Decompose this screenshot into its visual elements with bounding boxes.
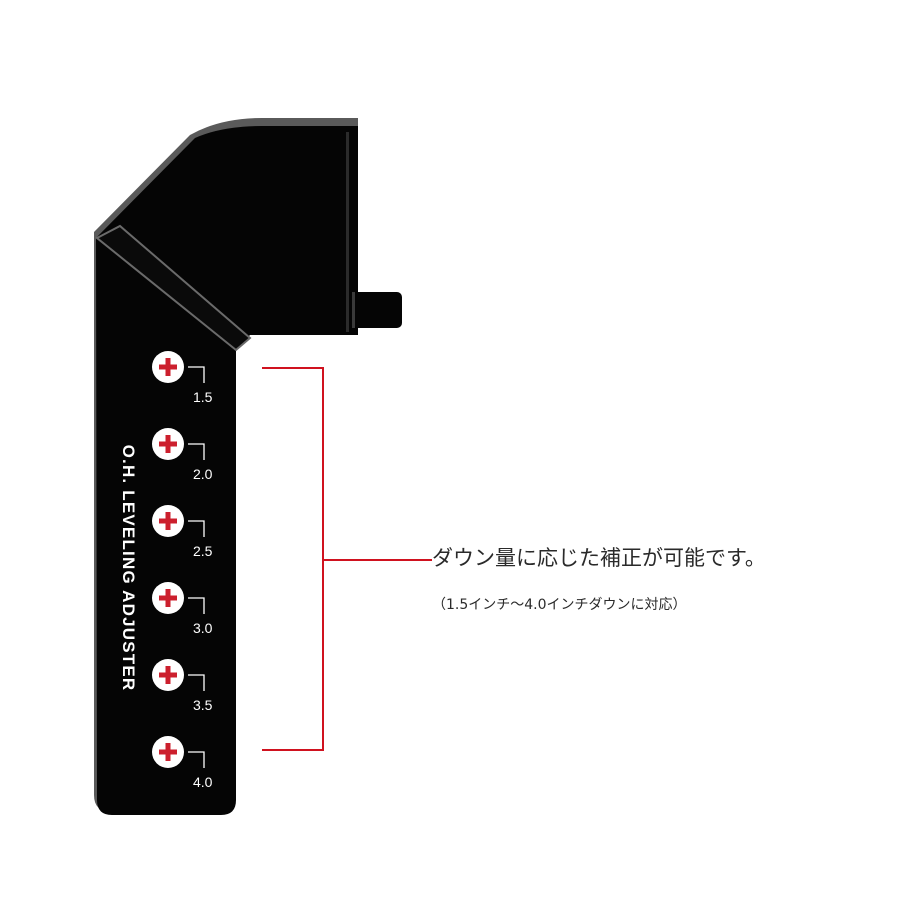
position-label: 2.5 [193,543,213,559]
device-body [96,126,358,815]
adjuster-position: 3.0 [152,582,213,636]
adjuster-position: 2.0 [152,428,213,482]
device-joint [95,224,252,352]
plus-icon-vertical [165,743,171,761]
leader-line [188,751,205,768]
leader-line [188,597,205,614]
position-label: 1.5 [193,389,213,405]
position-label: 4.0 [193,774,213,790]
leader-line [188,366,205,383]
plus-icon-vertical [165,358,171,376]
plus-icon-vertical [165,666,171,684]
side-tab-edge [352,292,355,328]
leader-line [188,443,205,460]
side-tab [352,292,402,328]
callout-bracket [262,367,432,751]
adjuster-position: 1.5 [152,351,213,405]
adjuster-positions: 1.5 2.0 2.5 3.0 3.5 4.0 [152,351,213,790]
plus-icon-vertical [165,589,171,607]
position-label: 3.0 [193,620,213,636]
position-label: 3.5 [193,697,213,713]
head-edge-line [346,132,349,332]
callout-main-text: ダウン量に応じた補正が可能です。 [432,546,766,570]
plus-icon-vertical [165,435,171,453]
plus-icon-vertical [165,512,171,530]
leader-line [188,674,205,691]
leader-line [188,520,205,537]
callout-sub-text: （1.5インチ〜4.0インチダウンに対応） [432,597,687,613]
device-vertical-label: O.H. LEVELING ADJUSTER [119,444,138,692]
adjuster-position: 4.0 [152,736,213,790]
adjuster-position: 2.5 [152,505,213,559]
position-label: 2.0 [193,466,213,482]
adjuster-position: 3.5 [152,659,213,713]
